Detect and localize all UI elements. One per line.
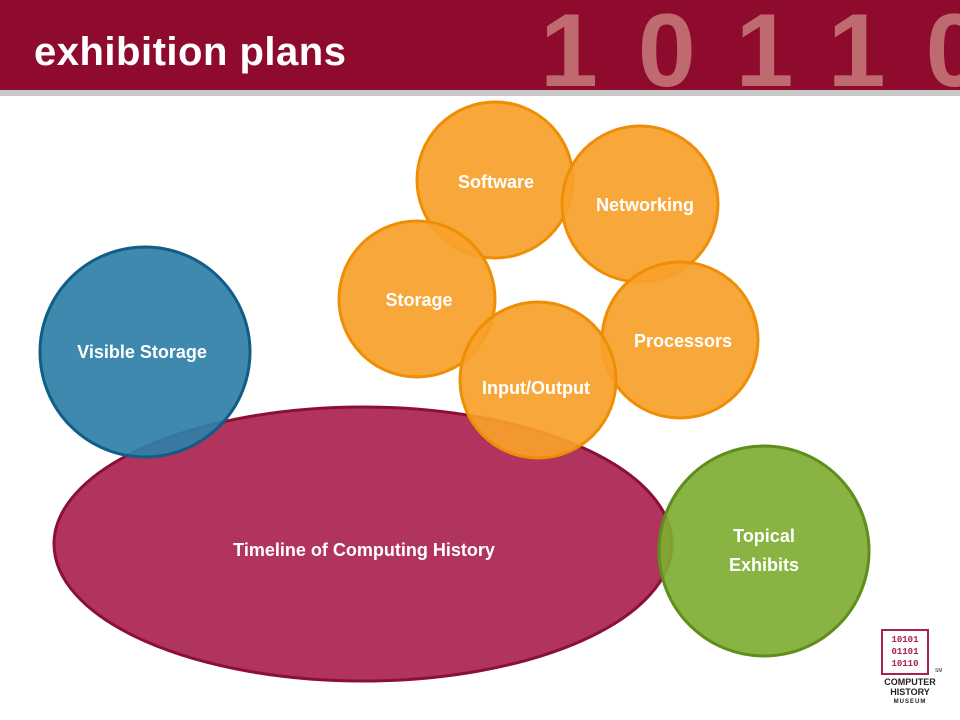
topical-label-line1: Topical xyxy=(733,526,795,546)
logo-pattern-row-2: 01101 xyxy=(891,647,919,657)
storage-circle[interactable] xyxy=(337,219,497,379)
visible-storage-label: Visible Storage xyxy=(77,342,207,362)
storage-label: Storage xyxy=(385,290,452,310)
museum-logo-mark: 10101 01101 10110 SM xyxy=(881,629,942,675)
input-output-circle[interactable] xyxy=(458,300,618,460)
logo-line-2: HISTORY xyxy=(890,687,930,697)
processors-label: Processors xyxy=(634,331,732,351)
software-label: Software xyxy=(458,172,534,192)
page-title: exhibition plans xyxy=(34,30,347,74)
timeline-label: Timeline of Computing History xyxy=(233,540,495,560)
visible-storage-circle[interactable] xyxy=(38,245,252,459)
header-divider xyxy=(0,90,960,96)
topical-label-line2: Exhibits xyxy=(729,555,799,575)
binary-digits-text: 10110 xyxy=(540,10,960,90)
logo-pattern-row-3: 10110 xyxy=(891,659,918,669)
networking-label: Networking xyxy=(596,195,694,215)
logo-pattern-row-1: 10101 xyxy=(891,635,919,645)
museum-logo: 10101 01101 10110 SM COMPUTER HISTORY MU… xyxy=(878,628,942,708)
logo-line-1: COMPUTER xyxy=(884,677,936,687)
logo-service-mark: SM xyxy=(935,668,942,674)
header-bar: exhibition plans 10110 xyxy=(0,0,960,90)
topical-exhibits-circle[interactable] xyxy=(657,444,871,658)
input-output-label: Input/Output xyxy=(482,378,590,398)
logo-line-3: MUSEUM xyxy=(893,699,927,705)
binary-digits-decoration: 10110 xyxy=(540,10,960,90)
